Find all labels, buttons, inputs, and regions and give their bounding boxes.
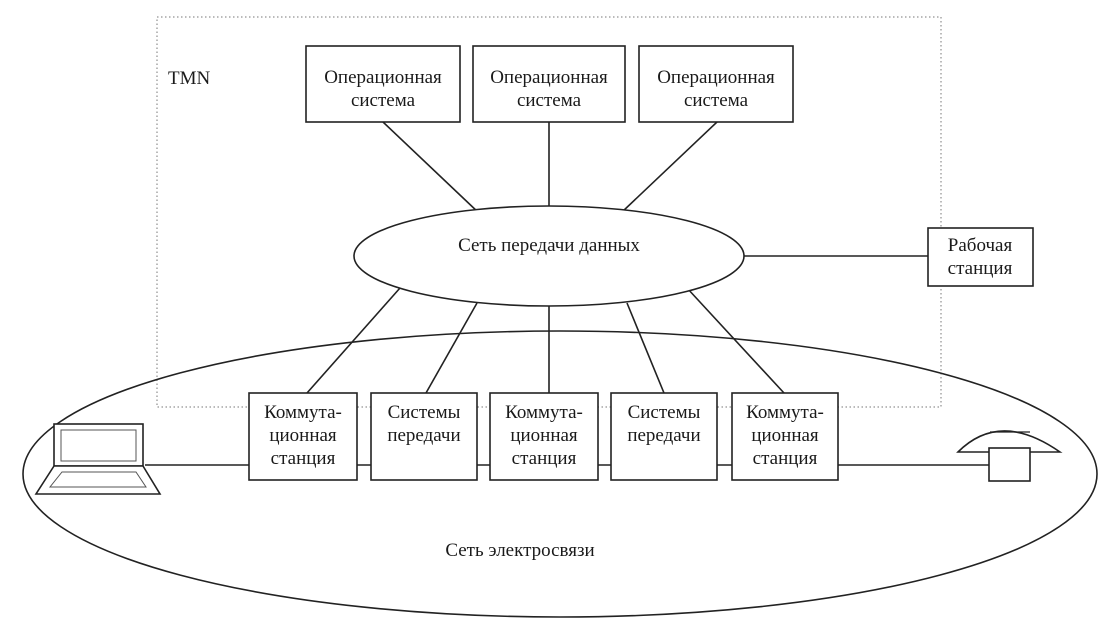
os-label-line1: Операционная <box>324 67 442 88</box>
telecom-network-ellipse <box>22 330 1098 618</box>
network-element-4: Системы передачи <box>610 392 718 481</box>
laptop-terminal-icon <box>34 423 162 495</box>
operation-system-2: Операционная система <box>472 45 626 123</box>
ne-label-line2: ционная <box>510 425 578 446</box>
link-dcn-ne5 <box>686 287 785 394</box>
os-label-line2: система <box>351 90 416 111</box>
operation-system-3: Операционная система <box>638 45 794 123</box>
data-network: Сеть передачи данных <box>353 205 745 307</box>
link-dcn-ne2 <box>425 302 478 394</box>
data-network-label: Сеть передачи данных <box>458 235 640 256</box>
network-element-2: Системы передачи <box>370 392 478 481</box>
network-element-1: Коммута- ционная станция <box>248 392 358 481</box>
os-label-line2: система <box>517 90 582 111</box>
ne-label-line3: станция <box>271 448 336 469</box>
ne-label-line1: Коммута- <box>505 402 583 423</box>
link-dcn-ne1 <box>306 287 401 394</box>
ne-label-line1: Системы <box>388 402 461 423</box>
os-label-line2: система <box>684 90 749 111</box>
os-label-line1: Операционная <box>490 67 608 88</box>
ne-label-line2: передачи <box>627 425 700 446</box>
ne-label-line2: ционная <box>751 425 819 446</box>
network-element-5: Коммута- ционная станция <box>731 392 839 481</box>
tmn-label: TMN <box>168 68 211 89</box>
tmn-boundary <box>156 16 942 408</box>
telecom-network-label: Сеть электросвязи <box>445 540 594 561</box>
os-label-line1: Операционная <box>657 67 775 88</box>
ne-label-line3: станция <box>512 448 577 469</box>
ne-label-line1: Коммута- <box>264 402 342 423</box>
ne-label-line2: передачи <box>387 425 460 446</box>
network-element-3: Коммута- ционная станция <box>489 392 599 481</box>
link-os1-dcn <box>382 121 481 215</box>
ne-label-line1: Коммута- <box>746 402 824 423</box>
workstation: Рабочая станция <box>927 227 1034 287</box>
telephone-icon <box>956 430 1063 482</box>
ne-label-line3: станция <box>753 448 818 469</box>
ne-label-line2: ционная <box>269 425 337 446</box>
ne-label-line1: Системы <box>628 402 701 423</box>
link-dcn-ne4 <box>626 302 665 394</box>
link-os3-dcn <box>621 121 718 213</box>
workstation-label-line2: станция <box>948 258 1013 279</box>
workstation-label-line1: Рабочая <box>948 235 1013 256</box>
operation-system-1: Операционная система <box>305 45 461 123</box>
